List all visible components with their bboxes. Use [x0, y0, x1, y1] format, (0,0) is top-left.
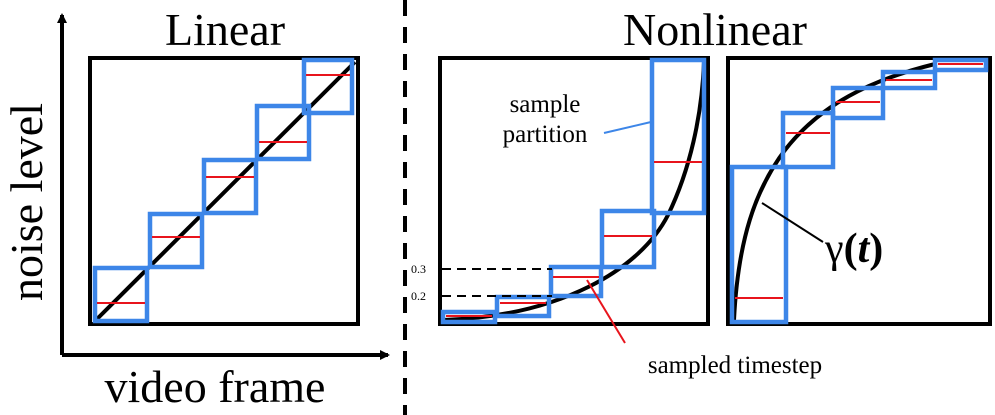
- concave-partition-5: [932, 57, 989, 73]
- gamma-close-paren: ): [869, 226, 883, 272]
- convex-partition-4: [599, 208, 657, 270]
- convex-partition-5: [649, 57, 707, 216]
- title-nonlinear: Nonlinear: [623, 4, 807, 55]
- linear-frame: [88, 56, 360, 326]
- sample-partition-label-line1: sample: [510, 91, 581, 118]
- concave-partition-2: [780, 110, 836, 170]
- linear-partition-3: [201, 157, 259, 216]
- concave-partition-4: [880, 69, 938, 91]
- linear-partition-5: [301, 57, 355, 116]
- linear-partition-4: [254, 103, 312, 162]
- sample-partition-pointer: [603, 121, 652, 134]
- gamma-label-pointer: [761, 202, 824, 243]
- nonlinear-panel-a: 0.3 0.2: [411, 56, 710, 326]
- tick-label-0-3: 0.3: [411, 262, 426, 276]
- concave-partition-1: [729, 164, 789, 325]
- sampled-timestep-label: sampled timestep: [648, 352, 822, 379]
- convex-partition-3: [548, 264, 604, 299]
- title-linear: Linear: [165, 4, 285, 55]
- linear-panel: [88, 56, 360, 326]
- linear-curve: [94, 60, 357, 322]
- y-axis-label: noise level: [1, 103, 52, 301]
- gamma-variable: t: [858, 226, 871, 272]
- linear-partition-2: [147, 211, 205, 270]
- x-axis-label: video frame: [105, 361, 326, 412]
- sampled-timestep-pointer: [586, 279, 626, 344]
- gamma-open-paren: (: [844, 226, 858, 272]
- nonlinear-frame-a: [438, 56, 710, 326]
- nonlinear-panel-b: [726, 56, 992, 326]
- gamma-symbol: γ: [824, 226, 844, 272]
- convex-curve: [443, 61, 706, 322]
- concave-partition-3: [830, 85, 886, 121]
- linear-partition-1: [92, 265, 150, 324]
- gamma-label: γ(t): [824, 226, 883, 272]
- nonlinear-frame-b: [726, 56, 992, 326]
- tick-label-0-2: 0.2: [411, 289, 426, 303]
- sample-partition-label-line2: partition: [503, 121, 588, 148]
